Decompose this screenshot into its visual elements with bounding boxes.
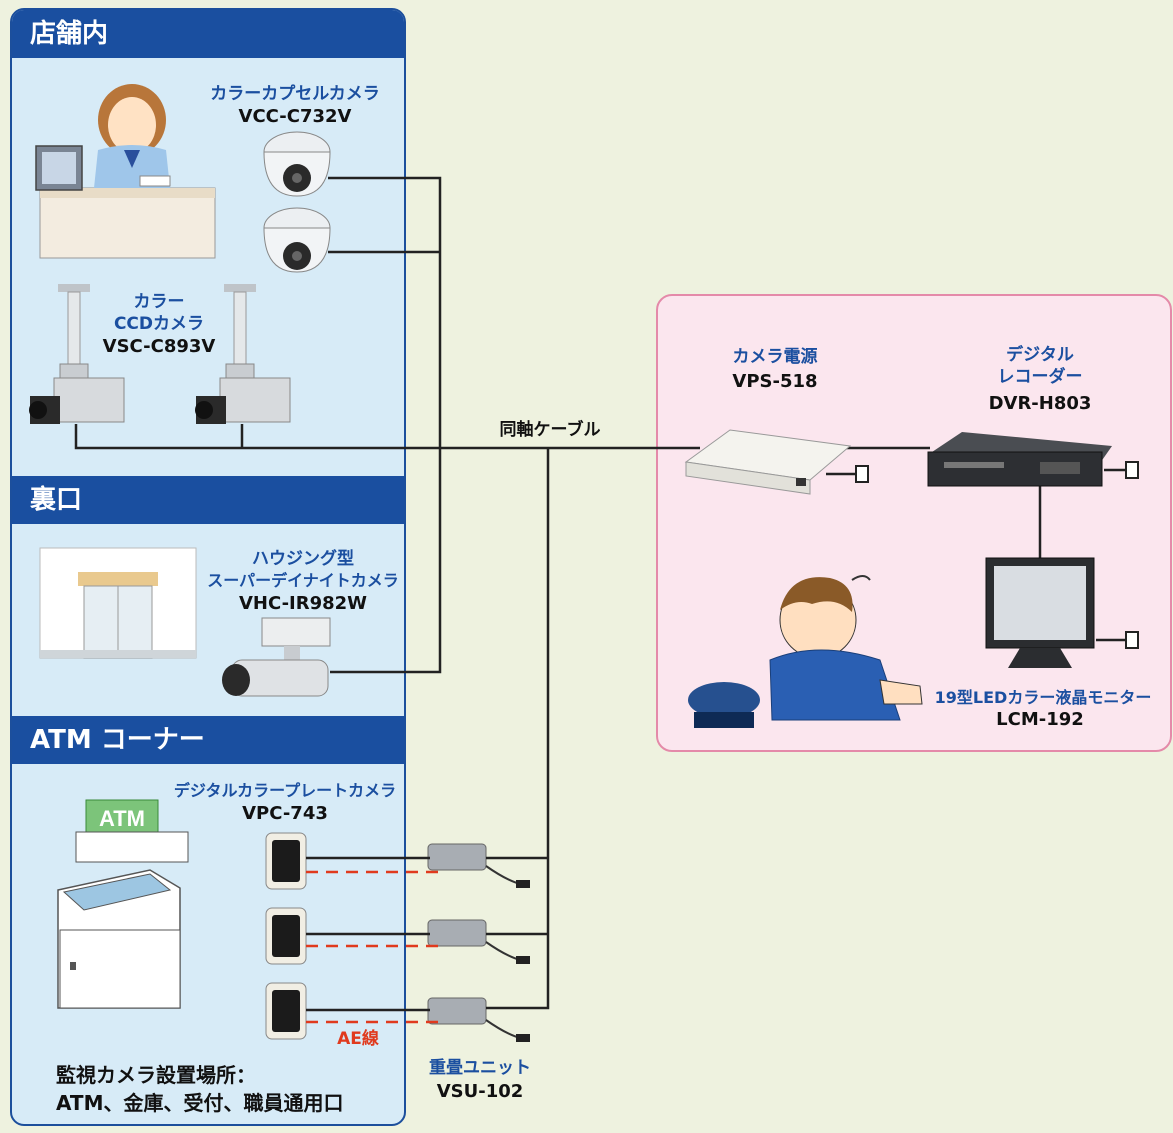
capsule-camera-1 — [263, 131, 331, 197]
housing-camera — [222, 617, 331, 697]
housing-camera-name-line1: ハウジング型 — [252, 549, 354, 569]
monitoring-room-panel — [656, 294, 1172, 752]
camera-power-supply — [684, 429, 852, 495]
monitor-name: 19型LEDカラー液晶モニター — [934, 688, 1152, 707]
overlay-unit-2 — [427, 919, 530, 964]
lcd-monitor — [985, 557, 1095, 668]
plate-camera-3 — [265, 982, 307, 1040]
plate-camera-model: VPC-743 — [242, 803, 328, 824]
ccd-camera-1 — [29, 284, 125, 424]
section-header-back-door: 裏口 — [12, 476, 404, 524]
housing-camera-name-line2: スーパーデイナイトカメラ — [207, 571, 399, 590]
coax-cable-lines — [74, 176, 1126, 1012]
recorder-name-line1: デジタル — [1006, 345, 1074, 365]
ae-line-label: AE線 — [337, 1029, 379, 1049]
overlay-unit-1 — [427, 843, 530, 888]
back-door-illustration — [39, 547, 197, 659]
plate-camera-1 — [265, 832, 307, 890]
section-header-store: 店舗内 — [12, 10, 404, 58]
install-locations-list: ATM、金庫、受付、職員通用口 — [56, 1091, 344, 1115]
atm-sign-text: ATM — [99, 806, 145, 831]
ccd-camera-name-line2: CCDカメラ — [113, 314, 205, 334]
digital-recorder — [927, 432, 1112, 487]
overlay-unit-name: 重畳ユニット — [429, 1058, 531, 1078]
atm-machine-illustration — [57, 799, 189, 1009]
overlay-unit-model: VSU-102 — [436, 1081, 524, 1102]
housing-camera-model: VHC-IR982W — [238, 593, 368, 614]
coax-cable-label: 同軸ケーブル — [499, 420, 601, 440]
power-plug-icons — [855, 461, 1139, 649]
recorder-name-line2: レコーダー — [997, 367, 1083, 387]
capsule-camera-2 — [263, 207, 331, 273]
monitor-model: LCM-192 — [996, 709, 1084, 730]
capsule-camera-name: カラーカプセルカメラ — [210, 84, 380, 104]
install-locations-title: 監視カメラ設置場所： — [56, 1063, 256, 1087]
capsule-camera-model: VCC-C732V — [238, 106, 352, 127]
camera-power-name: カメラ電源 — [732, 347, 818, 367]
ccd-camera-name-line1: カラー — [133, 292, 185, 312]
ccd-camera-2 — [195, 284, 291, 424]
receptionist-illustration — [35, 84, 216, 259]
plate-camera-2 — [265, 907, 307, 965]
section-header-atm-corner: ATM コーナー — [12, 716, 404, 764]
recorder-model: DVR-H803 — [988, 393, 1092, 414]
plate-camera-name: デジタルカラープレートカメラ — [173, 781, 397, 800]
ccd-camera-model: VSC-C893V — [102, 336, 216, 357]
overlay-unit-3 — [427, 997, 530, 1042]
security-guard-illustration — [688, 575, 923, 728]
camera-power-model: VPS-518 — [732, 371, 818, 392]
ae-lines — [306, 870, 440, 1024]
